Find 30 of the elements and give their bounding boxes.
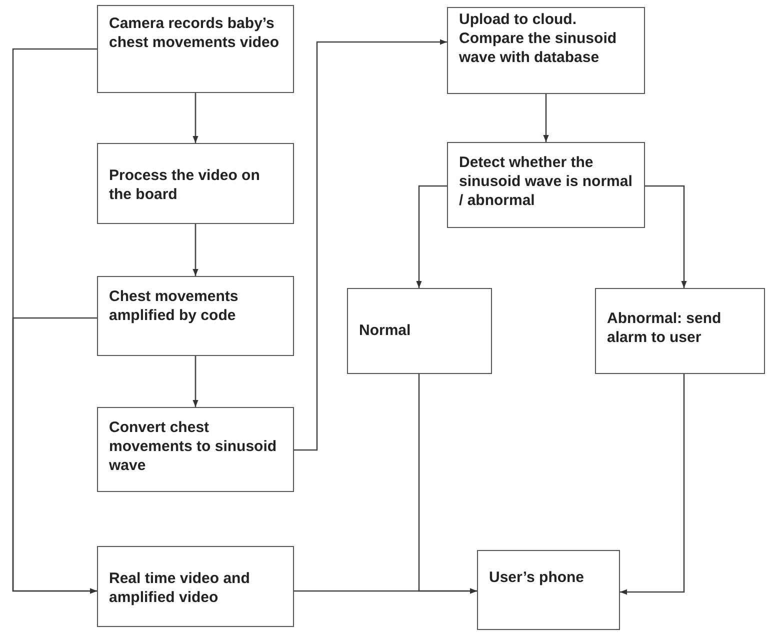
- process-box: [97, 407, 294, 492]
- process-box: [595, 288, 765, 374]
- process-box: [97, 5, 294, 93]
- arrow: [12, 317, 97, 594]
- box-text: Convert chest movements to sinusoid wave: [109, 418, 278, 475]
- arrow: [416, 185, 447, 288]
- box-text: Chest movements amplified by code: [109, 287, 240, 325]
- box-text: Upload to cloud. Compare the sinusoid wave with database: [459, 10, 618, 67]
- process-box: [447, 142, 645, 228]
- arrow: [418, 374, 477, 594]
- arrow: [192, 93, 198, 143]
- box-text: Process the video on the board: [109, 166, 261, 204]
- arrow: [645, 185, 687, 288]
- box-text: Abnormal: send alarm to user: [607, 309, 722, 347]
- box-text: Normal: [359, 321, 412, 340]
- arrow: [192, 224, 198, 276]
- process-box: [447, 7, 645, 94]
- arrow: [192, 356, 198, 407]
- box-text: User’s phone: [489, 568, 586, 587]
- process-box: [97, 546, 294, 627]
- process-box: [97, 276, 294, 356]
- arrow: [294, 39, 447, 451]
- arrow: [543, 94, 549, 142]
- box-text: Real time video and amplified video: [109, 569, 251, 607]
- arrow: [620, 374, 685, 595]
- process-box: [97, 143, 294, 224]
- process-box: [477, 550, 620, 630]
- process-box: [347, 288, 492, 374]
- box-text: Camera records baby’s chest movements video: [109, 14, 280, 52]
- box-text: Detect whether the sinusoid wave is normal / abnormal: [459, 153, 634, 210]
